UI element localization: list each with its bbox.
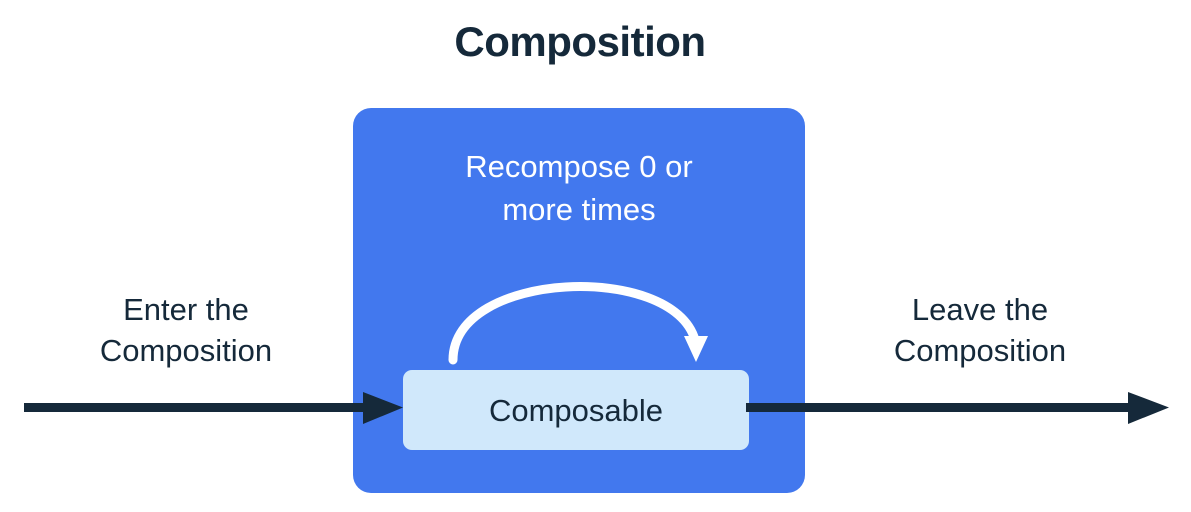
leave-composition-caption: Leave the Composition	[830, 290, 1130, 372]
leave-caption-line1: Leave the	[911, 292, 1049, 327]
leave-arrow-line	[746, 403, 1134, 412]
leave-composition-arrow	[746, 392, 1169, 424]
enter-arrow-line	[24, 403, 369, 412]
leave-caption-line2: Composition	[893, 332, 1067, 368]
enter-caption-line1: Enter the	[123, 292, 249, 327]
recompose-loop-arc	[448, 282, 700, 365]
enter-composition-caption: Enter the Composition	[36, 290, 336, 372]
composable-label: Composable	[488, 392, 664, 428]
enter-composition-arrow	[24, 392, 403, 424]
leave-arrow-head	[1128, 392, 1169, 424]
enter-arrow-head	[363, 392, 403, 424]
page-title: Composition	[454, 18, 706, 65]
recompose-loop-arrowhead	[684, 336, 708, 362]
recompose-loop-arrow	[448, 282, 708, 365]
recompose-caption: Recompose 0 or more times	[373, 146, 785, 232]
composable-node: Composable	[403, 370, 749, 450]
recompose-caption-line1: Recompose 0 or	[465, 149, 693, 184]
enter-caption-line2: Composition	[99, 332, 273, 368]
recompose-caption-line2: more times	[502, 191, 656, 227]
